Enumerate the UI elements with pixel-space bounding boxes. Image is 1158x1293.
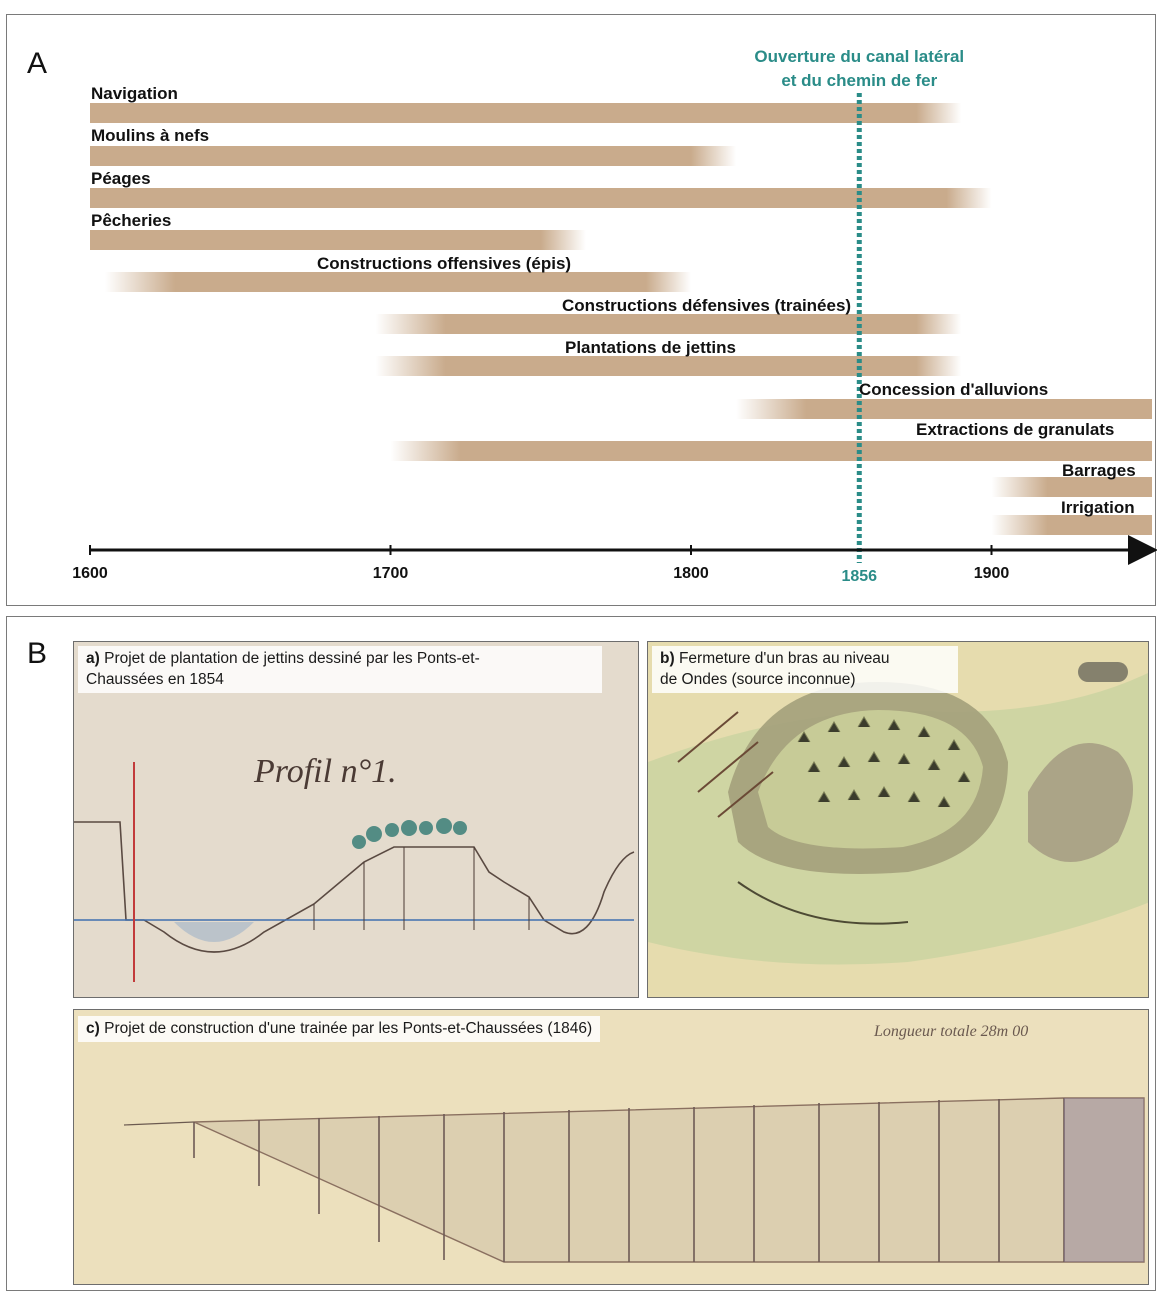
timeline-label-pecheries: Pêcheries	[91, 211, 171, 230]
figure-c-caption: c) Projet de construction d'une trainée …	[78, 1016, 601, 1042]
timeline-label-irrigation: Irrigation	[1061, 498, 1135, 517]
timeline-bar-plantations-de-jettins	[375, 356, 962, 376]
timeline-chart: 1856 Ouverture du canal latéral et du chem…	[72, 47, 1157, 585]
figure-a-letter: a)	[86, 650, 100, 667]
timeline-label-concession-d-alluvions: Concession d'alluvions	[859, 380, 1048, 399]
x-axis-tick-label-1700: 1700	[373, 565, 409, 582]
timeline-bar-concession-d-alluvions	[736, 399, 1152, 419]
timeline-label-moulins-a-nefs: Moulins à nefs	[91, 126, 209, 145]
figure-a-caption: a) Projet de plantation de jettins dessi…	[78, 646, 602, 693]
marker-annotation-line2: et du chemin de fer	[781, 71, 937, 90]
timeline-bar-pecheries	[90, 230, 586, 250]
timeline-bar-navigation	[90, 103, 962, 123]
figure-a-plantation-profile: Profil n°1. a) Projet de plantation de j…	[73, 641, 639, 998]
x-axis-tick-label-1900: 1900	[974, 565, 1010, 582]
timeline-bar-moulins-a-nefs	[90, 146, 737, 166]
figure-b-letter: b)	[660, 650, 675, 667]
figure-c-letter: c)	[86, 1020, 100, 1037]
figure-a-caption-line2: Chaussées en 1854	[86, 671, 224, 688]
timeline-bar-extractions-de-granulats	[390, 441, 1152, 461]
panel-b: B Profil n°1.	[6, 616, 1156, 1291]
timeline-label-extractions-de-granulats: Extractions de granulats	[916, 420, 1114, 439]
marker-year-label: 1856	[841, 568, 877, 585]
timeline-bar-peages	[90, 188, 992, 208]
figure-a-caption-line1: Projet de plantation de jettins dessiné …	[99, 650, 480, 667]
figure-b-ondes-map: b) Fermeture d'un bras au niveau de Onde…	[647, 641, 1149, 998]
timeline-label-barrages: Barrages	[1062, 461, 1136, 480]
x-axis-tick-label-1600: 1600	[72, 565, 108, 582]
timeline-bar-constructions-defensives-trainees	[375, 314, 962, 334]
figure-b-caption: b) Fermeture d'un bras au niveau de Onde…	[652, 646, 958, 693]
figure-c-drawing: Longueur totale 28m 00	[74, 1010, 1148, 1284]
figure-b-drawing	[648, 642, 1148, 997]
timeline-label-plantations-de-jettins: Plantations de jettins	[565, 338, 736, 357]
x-axis-tick-label-1800: 1800	[673, 565, 709, 582]
timeline-bar-irrigation	[991, 515, 1152, 535]
figure-c-trainee-project: Longueur totale 28m 00 c) Projet de cons…	[73, 1009, 1149, 1285]
timeline-bar-barrages	[991, 477, 1152, 497]
figure-c-caption-text: Projet de construction d'une trainée par…	[99, 1020, 593, 1037]
timeline-label-navigation: Navigation	[91, 84, 178, 103]
figure-b-caption-line2: de Ondes (source inconnue)	[660, 671, 856, 688]
figure-c-drawing-note: Longueur totale 28m 00	[873, 1023, 1028, 1040]
marker-annotation-line1: Ouverture du canal latéral	[754, 47, 964, 66]
timeline-label-peages: Péages	[91, 169, 151, 188]
figure-b-caption-line1: Fermeture d'un bras au niveau	[674, 650, 890, 667]
figure-a-drawing: Profil n°1.	[74, 642, 638, 997]
panel-b-letter: B	[27, 637, 48, 670]
panel-a: A 1856 Ouverture du canal latéral et du ch…	[6, 14, 1157, 606]
timeline-label-constructions-offensives-epis: Constructions offensives (épis)	[317, 254, 571, 273]
panel-a-letter: A	[27, 47, 48, 80]
timeline-bar-constructions-offensives-epis	[105, 272, 691, 292]
timeline-label-constructions-defensives-trainees: Constructions défensives (trainées)	[562, 296, 851, 315]
figure-a-drawing-title: Profil n°1.	[253, 753, 397, 790]
